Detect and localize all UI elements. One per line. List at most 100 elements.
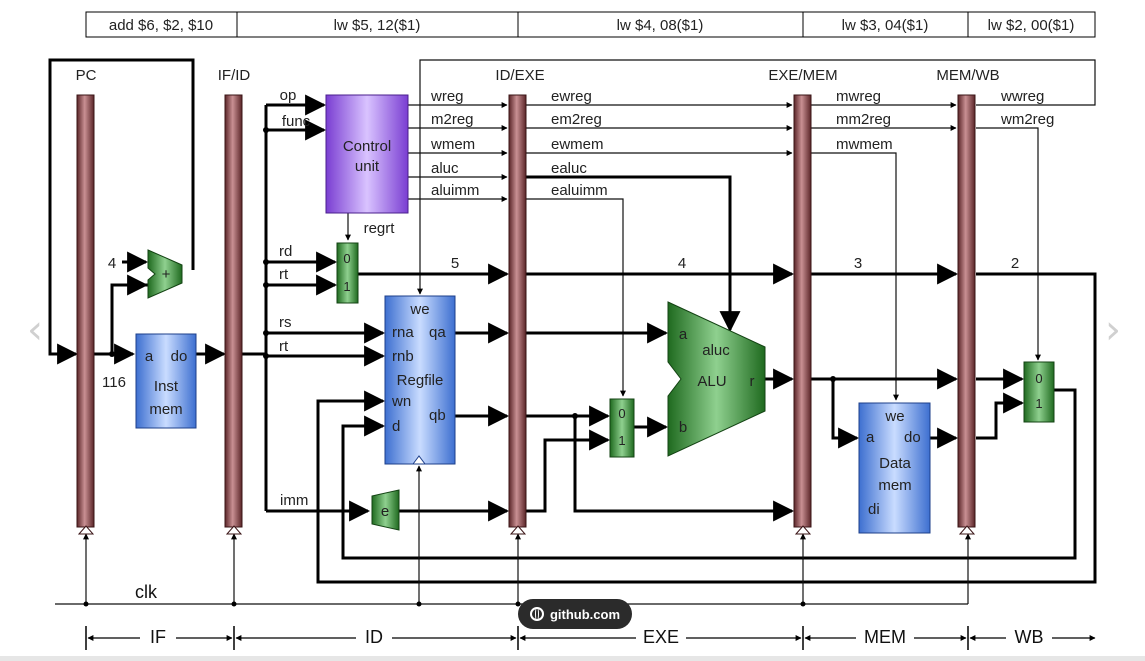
control-title-2: unit [355, 158, 380, 175]
regrt-label: regrt [364, 220, 396, 237]
pc-label: PC [76, 67, 97, 84]
sign-extend-unit: e [371, 489, 400, 531]
next-image-chevron-icon[interactable]: › [1105, 307, 1121, 353]
data-memory: we a do Data mem di [858, 402, 931, 534]
idexe-label: ID/EXE [495, 67, 544, 84]
instruction-slot-4: lw $3, 04($1) [842, 17, 929, 34]
pc-adder: + 4 [108, 249, 183, 299]
signal-wm2reg: wm2reg [1000, 111, 1054, 128]
alu-b-mux: 0 1 [609, 398, 635, 458]
dest-mux-0: 0 [343, 251, 350, 266]
inst-mem-a: a [145, 348, 154, 365]
field-rt: rt [279, 266, 289, 283]
field-rd: rd [279, 243, 292, 260]
alu-a: a [679, 326, 688, 343]
signal-wmem: wmem [430, 136, 475, 153]
op-label: op [280, 87, 297, 104]
dmem-do: do [904, 429, 921, 446]
memwb-label: MEM/WB [936, 67, 999, 84]
regfile-d: d [392, 418, 400, 435]
idexe-register: ID/EXE [495, 67, 545, 535]
alub-mux-0: 0 [618, 406, 625, 421]
instruction-slot-1: add $6, $2, $10 [109, 17, 213, 34]
control-unit: Control unit op func regrt [280, 87, 409, 237]
signal-m2reg: m2reg [431, 111, 474, 128]
field-rs: rs [279, 314, 292, 331]
previous-image-chevron-icon[interactable]: ‹ [27, 307, 43, 353]
signal-mwmem: mwmem [836, 136, 893, 153]
instruction-memory: a do Inst mem 116 [102, 333, 197, 429]
signal-ealuimm: ealuimm [551, 182, 608, 199]
memwb-register: MEM/WB [936, 67, 1000, 535]
signal-wreg: wreg [430, 88, 464, 105]
alub-mux-1: 1 [618, 433, 625, 448]
regfile-qb: qb [429, 407, 446, 424]
wb-mux-1: 1 [1035, 396, 1042, 411]
dest-num-mem: 3 [854, 255, 862, 272]
dmem-line1: Data [879, 455, 911, 472]
instruction-bar: add $6, $2, $10 lw $5, 12($1) lw $4, 08(… [85, 11, 1096, 38]
alu-aluc: aluc [702, 342, 730, 359]
dmem-we: we [884, 408, 904, 425]
globe-icon [529, 607, 544, 621]
pipeline-registers: PC IF/ID ID/EXE EXE/MEM MEM/WB [76, 67, 1000, 535]
inst-mem-line1: Inst [154, 378, 179, 395]
signal-ewmem: ewmem [551, 136, 604, 153]
control-signal-labels: wreg m2reg wmem aluc aluimm ewreg em2reg… [430, 88, 1054, 199]
stage-id: ID [365, 627, 383, 647]
bottom-scroll-bar [0, 656, 1145, 661]
func-label: func [282, 113, 311, 130]
stage-ruler: IF ID EXE MEM WB [85, 626, 1096, 650]
stage-mem: MEM [864, 627, 906, 647]
dest-num-id: 5 [451, 255, 459, 272]
instruction-slot-3: lw $4, 08($1) [617, 17, 704, 34]
dest-mux-1: 1 [343, 279, 350, 294]
regfile-qa: qa [429, 324, 446, 341]
field-imm: imm [280, 492, 308, 509]
signal-mwreg: mwreg [836, 88, 881, 105]
exemem-label: EXE/MEM [768, 67, 837, 84]
dest-reg-mux: 0 1 [336, 242, 359, 304]
stage-if: IF [150, 627, 166, 647]
regfile-wn: wn [391, 393, 411, 410]
alu-b: b [679, 419, 687, 436]
stage-wb: WB [1015, 627, 1044, 647]
instruction-slot-5: lw $2, 00($1) [988, 17, 1075, 34]
adder-four-label: 4 [108, 255, 116, 272]
writeback-mux: 0 1 [1023, 361, 1055, 423]
signal-ewreg: ewreg [551, 88, 592, 105]
regfile-name: Regfile [397, 372, 444, 389]
datapath-wires [48, 58, 1097, 607]
exemem-register: EXE/MEM [768, 67, 838, 535]
github-source-badge[interactable]: github.com [518, 599, 632, 629]
signal-aluimm: aluimm [431, 182, 479, 199]
dmem-di: di [868, 501, 880, 518]
inst-mem-line2: mem [149, 401, 182, 418]
signal-ealuc: ealuc [551, 160, 587, 177]
pc-register: PC [76, 67, 97, 535]
clock-label: clk [135, 582, 158, 602]
regfile-rna: rna [392, 324, 414, 341]
alu-r: r [750, 373, 755, 390]
alu-name: ALU [697, 373, 726, 390]
wb-mux-0: 0 [1035, 371, 1042, 386]
inst-mem-do: do [171, 348, 188, 365]
stage-exe: EXE [643, 627, 679, 647]
dest-num-exe: 4 [678, 255, 686, 272]
instruction-slot-2: lw $5, 12($1) [334, 17, 421, 34]
pc-value: 116 [102, 374, 126, 391]
badge-label: github.com [549, 606, 621, 622]
instruction-field-labels: rd rt rs rt imm [279, 243, 308, 509]
signal-em2reg: em2reg [551, 111, 602, 128]
register-file: we rna qa rnb Regfile wn qb d [384, 295, 456, 465]
regfile-rnb: rnb [392, 348, 414, 365]
signal-aluc: aluc [431, 160, 459, 177]
adder-plus: + [162, 266, 171, 283]
field-rt-2: rt [279, 338, 289, 355]
signal-mm2reg: mm2reg [836, 111, 891, 128]
sign-extend-label: e [381, 503, 389, 520]
alu: a b aluc ALU r [667, 301, 766, 457]
signal-wwreg: wwreg [1000, 88, 1044, 105]
